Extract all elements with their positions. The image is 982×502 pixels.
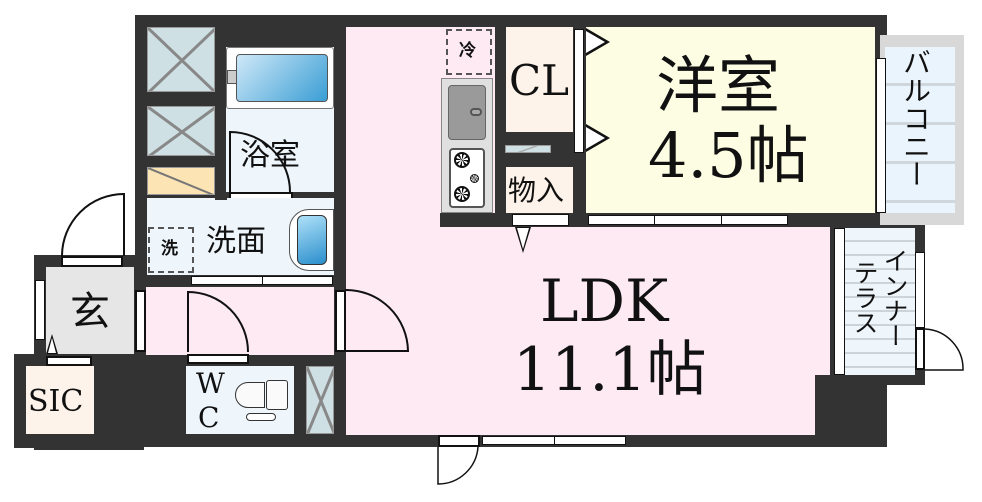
terrace-window[interactable] bbox=[834, 228, 845, 375]
pipe-shaft bbox=[505, 145, 551, 153]
shoe-closet-door[interactable] bbox=[46, 356, 92, 366]
western-room-size-label: 4.5帖 bbox=[648, 119, 809, 192]
terrace-side-window[interactable] bbox=[915, 252, 925, 328]
sliding-door-divider bbox=[262, 276, 263, 285]
shoe-closet bbox=[26, 366, 94, 434]
storage-room bbox=[506, 167, 573, 213]
western-room-label: 洋室 bbox=[656, 49, 781, 122]
pipe-shaft bbox=[147, 27, 215, 92]
inner-terrace-label-col2: テラス bbox=[850, 260, 879, 335]
burner-icon bbox=[454, 186, 470, 202]
toilet-control-panel-icon bbox=[246, 413, 276, 421]
sliding-door-divider bbox=[721, 215, 722, 225]
diagonal-line-icon bbox=[148, 168, 214, 194]
shoe-closet-arrow-fill bbox=[48, 338, 56, 353]
ldk-corner-wall bbox=[815, 375, 835, 435]
storage-label: 物入 bbox=[508, 174, 565, 207]
closet-door-arrow-fill bbox=[586, 31, 605, 53]
entrance-window[interactable] bbox=[35, 280, 45, 340]
pipe-shaft bbox=[306, 366, 334, 434]
western-room bbox=[586, 27, 875, 213]
toilet-door-swing-icon bbox=[187, 290, 249, 353]
washroom-wall bbox=[215, 192, 227, 200]
burner-icon bbox=[454, 152, 470, 168]
bathtub-icon bbox=[236, 54, 328, 102]
toilet-tank-icon bbox=[266, 380, 288, 410]
balcony bbox=[885, 47, 955, 213]
bath-faucet-icon bbox=[227, 70, 237, 84]
closet-room bbox=[506, 27, 573, 132]
inner-terrace-label-col1: インナー bbox=[880, 248, 909, 348]
burner-small-icon bbox=[470, 174, 479, 183]
ldk-door-swing-icon bbox=[344, 289, 410, 352]
hallway-ldk-door[interactable] bbox=[335, 290, 346, 352]
ldk-exit-door[interactable] bbox=[438, 435, 480, 447]
bathroom-label: 浴室 bbox=[240, 138, 300, 173]
toilet-label-w: W bbox=[196, 367, 225, 400]
storage-door bbox=[512, 214, 569, 226]
washing-machine-label: 洗 bbox=[161, 239, 178, 259]
entrance bbox=[46, 267, 134, 354]
bathroom-door-swing-icon bbox=[229, 130, 291, 193]
ldk-label: LDK bbox=[540, 267, 669, 335]
closet-label: CL bbox=[509, 56, 570, 105]
entrance-door-swing-icon bbox=[61, 192, 125, 257]
western-room-window[interactable] bbox=[876, 58, 886, 213]
toilet-door[interactable] bbox=[187, 354, 249, 364]
terrace-door[interactable] bbox=[915, 328, 925, 370]
entrance-hall-door[interactable] bbox=[135, 290, 146, 352]
toilet-bowl-icon bbox=[235, 382, 265, 408]
vanity-sink-icon bbox=[297, 215, 327, 265]
entrance-front-door[interactable] bbox=[61, 256, 123, 267]
sink-icon bbox=[448, 85, 486, 140]
sliding-window-divider bbox=[554, 436, 555, 445]
faucet-icon bbox=[470, 108, 482, 116]
balcony-label: バルコニー bbox=[899, 48, 932, 188]
terrace-door-swing-icon bbox=[924, 328, 964, 371]
toilet-label-c: C bbox=[198, 401, 220, 434]
entrance-label: 玄 bbox=[70, 289, 110, 335]
closet-door bbox=[574, 29, 584, 153]
ldk-exit-door-swing-icon bbox=[437, 446, 479, 485]
pipe-shaft bbox=[147, 106, 215, 156]
western-room-sliding-door[interactable] bbox=[588, 215, 788, 225]
inner-terrace bbox=[845, 228, 915, 375]
closet-door-arrow-fill bbox=[586, 127, 605, 149]
washing-machine-space bbox=[148, 227, 194, 273]
sliding-door-divider bbox=[654, 215, 655, 225]
x-mark-icon bbox=[148, 107, 214, 155]
meter-box bbox=[147, 167, 215, 195]
storage-door-arrow-fill bbox=[517, 228, 529, 249]
washroom-label: 洗面 bbox=[206, 224, 266, 259]
ldk-size-label: 11.1帖 bbox=[513, 335, 707, 405]
refrigerator-label: 冷 bbox=[459, 41, 476, 61]
x-mark-icon bbox=[148, 28, 214, 91]
refrigerator-space bbox=[446, 29, 492, 75]
shoe-closet-label: SIC bbox=[28, 384, 84, 419]
x-mark-icon bbox=[307, 367, 333, 433]
